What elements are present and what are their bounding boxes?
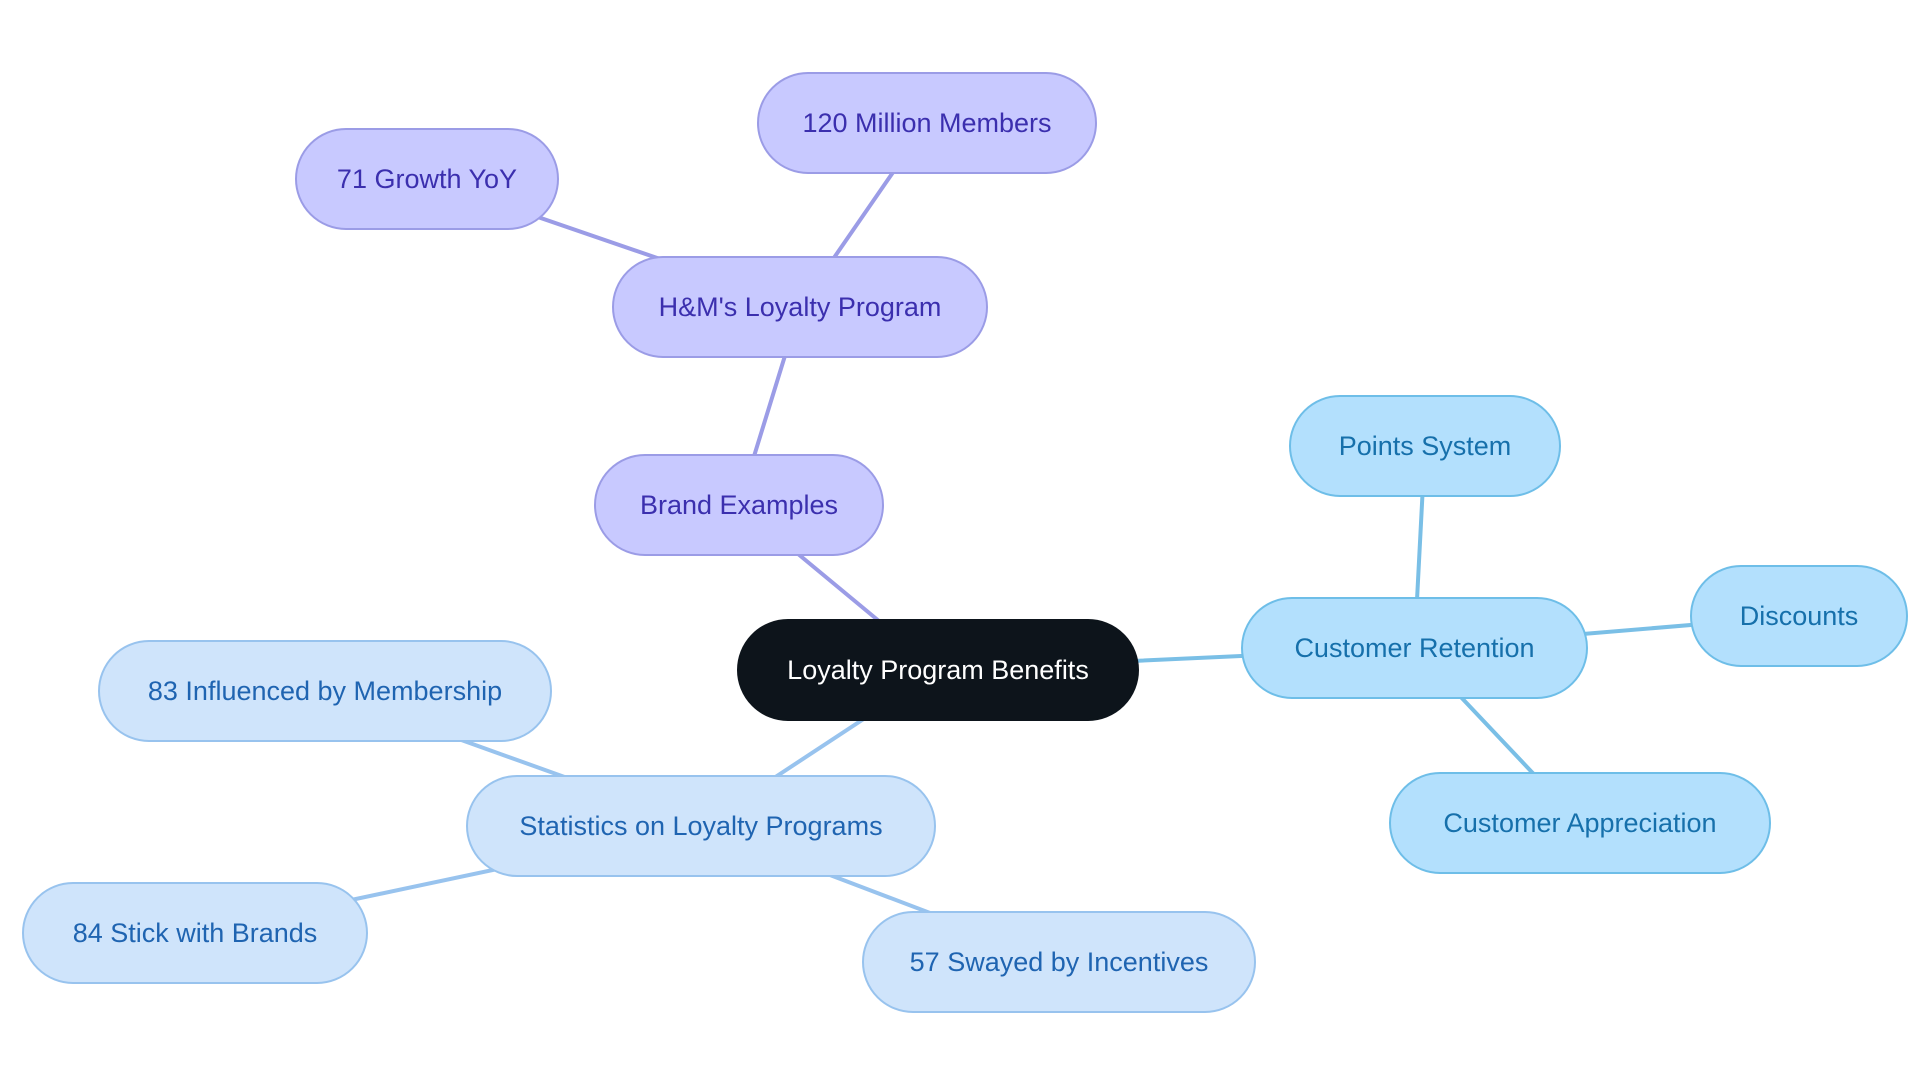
node-shape-brand-examples xyxy=(594,454,884,556)
node-brand-examples: Brand Examples xyxy=(594,454,884,556)
nodes-layer: Loyalty Program Benefits Brand Examples H&… xyxy=(22,72,1908,1013)
node-label-statistics: Statistics on Loyalty Programs xyxy=(519,811,882,841)
node-shape-million-members xyxy=(757,72,1097,174)
node-shape-points-system xyxy=(1289,395,1561,497)
node-shape-discounts xyxy=(1690,565,1908,667)
node-shape-influenced-by-membership xyxy=(98,640,552,742)
node-customer-retention: Customer Retention xyxy=(1241,597,1588,699)
node-shape-stick-with-brands xyxy=(22,882,368,984)
node-million-members: 120 Million Members xyxy=(757,72,1097,174)
node-shape-swayed-by-incentives xyxy=(862,911,1256,1013)
node-points-system: Points System xyxy=(1289,395,1561,497)
node-label-brand-examples: Brand Examples xyxy=(640,490,838,520)
node-hm-loyalty-program: H&M's Loyalty Program xyxy=(612,256,988,358)
node-statistics: Statistics on Loyalty Programs xyxy=(466,775,936,877)
node-label-center: Loyalty Program Benefits xyxy=(787,655,1089,685)
node-label-customer-retention: Customer Retention xyxy=(1294,633,1534,663)
node-shape-growth-yoy xyxy=(295,128,559,230)
node-label-swayed-by-incentives: 57 Swayed by Incentives xyxy=(910,947,1209,977)
node-label-growth-yoy: 71 Growth YoY xyxy=(337,164,517,194)
node-shape-statistics xyxy=(466,775,936,877)
node-label-discounts: Discounts xyxy=(1740,601,1859,631)
node-shape-center xyxy=(737,619,1139,721)
node-growth-yoy: 71 Growth YoY xyxy=(295,128,559,230)
node-label-million-members: 120 Million Members xyxy=(802,108,1051,138)
node-center: Loyalty Program Benefits xyxy=(737,619,1139,721)
node-label-stick-with-brands: 84 Stick with Brands xyxy=(73,918,318,948)
node-label-customer-appreciation: Customer Appreciation xyxy=(1443,808,1716,838)
node-label-influenced-by-membership: 83 Influenced by Membership xyxy=(148,676,502,706)
node-customer-appreciation: Customer Appreciation xyxy=(1389,772,1771,874)
node-label-points-system: Points System xyxy=(1339,431,1512,461)
node-discounts: Discounts xyxy=(1690,565,1908,667)
node-influenced-by-membership: 83 Influenced by Membership xyxy=(98,640,552,742)
node-shape-customer-appreciation xyxy=(1389,772,1771,874)
node-shape-customer-retention xyxy=(1241,597,1588,699)
node-swayed-by-incentives: 57 Swayed by Incentives xyxy=(862,911,1256,1013)
node-stick-with-brands: 84 Stick with Brands xyxy=(22,882,368,984)
node-shape-hm-loyalty-program xyxy=(612,256,988,358)
node-label-hm-loyalty-program: H&M's Loyalty Program xyxy=(659,292,942,322)
